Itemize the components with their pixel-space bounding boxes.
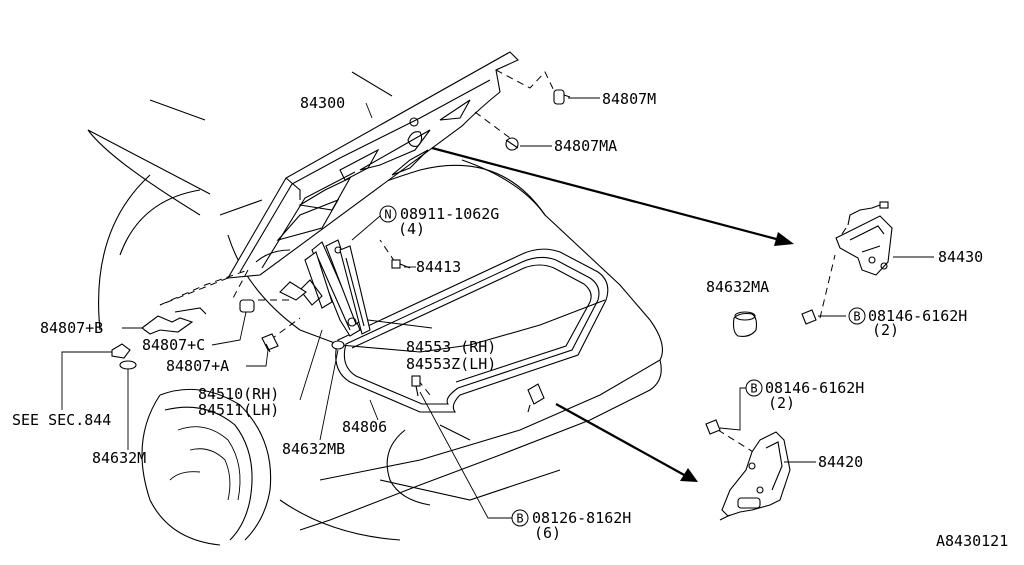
b-mark-icon-2 xyxy=(745,379,763,397)
b-mark-2: B xyxy=(750,382,757,396)
bumper-84807c-icon xyxy=(239,299,255,313)
label-weatherstrip: 84806 xyxy=(342,418,387,436)
label-bolt-n: 08911-1062G xyxy=(400,205,499,223)
label-hinge-lh: 84511(LH) xyxy=(198,401,279,419)
bolt-b2-icon xyxy=(705,419,721,435)
weatherstrip-84806 xyxy=(335,248,609,413)
circled-symbols: N B B B xyxy=(379,205,866,527)
callout-labels: 84300 84807M 84807MA 08911-1062G (4) 844… xyxy=(12,90,1008,550)
bumper-84807b-icon xyxy=(141,307,207,335)
label-bumper-ma: 84807MA xyxy=(554,137,617,155)
stay-84553 xyxy=(339,245,371,335)
n-mark-icon xyxy=(379,205,397,223)
clip-icon xyxy=(111,343,131,359)
pointer-arrows xyxy=(431,146,794,482)
leader-lines xyxy=(61,97,934,519)
label-bolt-b1: 08146-6162H xyxy=(868,307,967,325)
label-trunk-lid: 84300 xyxy=(300,94,345,112)
bolt-b3-icon xyxy=(411,375,421,397)
label-cap-mb: 84632MB xyxy=(282,440,345,458)
cap-84632mb-icon xyxy=(331,340,345,350)
label-latch: 84430 xyxy=(938,248,983,266)
label-see-sec: SEE SEC.844 xyxy=(12,411,111,429)
b-mark-icon-1 xyxy=(848,307,866,325)
b-mark-3: B xyxy=(516,512,523,526)
cap-84632ma-icon xyxy=(732,311,758,337)
label-bolt-b2: 08146-6162H xyxy=(765,379,864,397)
label-cap-ma: 84632MA xyxy=(706,278,769,296)
small-parts xyxy=(111,89,817,435)
label-bolt-b2-qty: (2) xyxy=(768,394,795,412)
lock-84420 xyxy=(719,431,791,521)
label-bumper-a: 84807+A xyxy=(166,357,229,375)
label-bolt-b3: 08126-8162H xyxy=(532,509,631,527)
label-bumper-c: 84807+C xyxy=(142,336,205,354)
label-bumper-b: 84807+B xyxy=(40,319,103,337)
label-bolt-n-qty: (4) xyxy=(398,220,425,238)
label-stay-lh: 84553Z(LH) xyxy=(406,355,496,373)
label-stay-rh: 84553 (RH) xyxy=(406,338,496,356)
bolt-b1-icon xyxy=(801,309,817,325)
bumper-84807m-icon xyxy=(553,89,571,105)
latch-84430 xyxy=(835,201,893,276)
label-bolt-b1-qty: (2) xyxy=(872,321,899,339)
assembly-lines xyxy=(159,69,836,456)
b-mark-1: B xyxy=(853,310,860,324)
label-nut: 84413 xyxy=(416,258,461,276)
label-bolt-b3-qty: (6) xyxy=(534,524,561,542)
label-bumper-m: 84807M xyxy=(602,90,656,108)
label-hinge-rh: 84510(RH) xyxy=(198,385,279,403)
lid-lock-icon xyxy=(527,383,545,413)
trunk-lid-84300 xyxy=(226,51,519,279)
b-mark-icon-3 xyxy=(511,509,529,527)
bumper-84807a-icon xyxy=(261,333,279,353)
label-diagram-code: A8430121 xyxy=(936,532,1008,550)
label-lock: 84420 xyxy=(818,453,863,471)
bumper-84807ma-icon xyxy=(505,137,519,151)
n-mark: N xyxy=(384,208,391,222)
cap-84632m-icon xyxy=(119,360,137,370)
label-cap-m: 84632M xyxy=(92,449,146,467)
